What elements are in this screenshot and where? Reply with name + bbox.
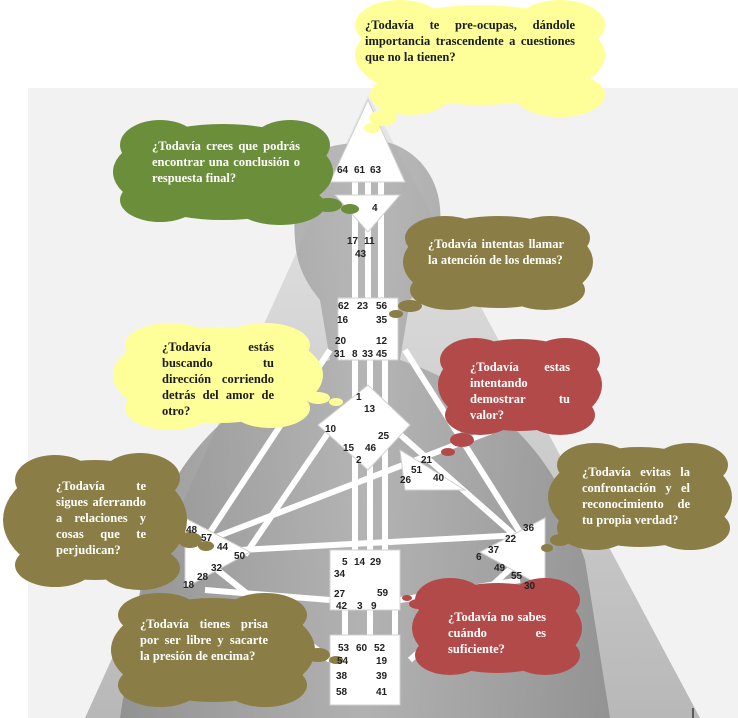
gate-26: 26 bbox=[400, 475, 412, 486]
gate-43: 43 bbox=[355, 249, 367, 260]
gate-56: 56 bbox=[376, 301, 388, 312]
gate-30: 30 bbox=[524, 581, 536, 592]
bubble-red-enough-shape bbox=[402, 578, 582, 675]
gate-3: 3 bbox=[357, 601, 363, 612]
gate-36: 36 bbox=[523, 523, 535, 534]
gate-14: 14 bbox=[354, 557, 366, 568]
gate-49: 49 bbox=[494, 563, 506, 574]
gate-58: 58 bbox=[336, 687, 348, 698]
gate-51: 51 bbox=[411, 465, 423, 476]
gate-62: 62 bbox=[338, 301, 350, 312]
gate-17: 17 bbox=[347, 236, 359, 247]
bubble-text: ¿Todavía evitas la confrontación y el re… bbox=[582, 465, 690, 527]
bubble-yellow-direction-shape bbox=[113, 323, 343, 430]
gate-48: 48 bbox=[186, 525, 198, 536]
bubble-text: ¿Todavía crees que podrás encontrar una … bbox=[152, 139, 300, 185]
gate-28: 28 bbox=[197, 572, 209, 583]
bubble-olive-confront-shape bbox=[541, 443, 732, 552]
bubble-green: ¿Todavía crees que podrás encontrar una … bbox=[152, 138, 300, 186]
root-center bbox=[329, 634, 401, 706]
gate-63: 63 bbox=[370, 165, 382, 176]
centers bbox=[184, 98, 546, 706]
gate-31: 31 bbox=[334, 349, 346, 360]
gate-12: 12 bbox=[376, 336, 388, 347]
gate-59: 59 bbox=[377, 588, 389, 599]
gate-27: 27 bbox=[334, 589, 346, 600]
gate-11: 11 bbox=[364, 236, 375, 247]
bubble-olive-confront: ¿Todavía evitas la confrontación y el re… bbox=[582, 464, 690, 528]
gate-57: 57 bbox=[201, 533, 213, 544]
gate-54: 54 bbox=[337, 656, 349, 667]
gate-44: 44 bbox=[217, 542, 229, 553]
gate-39: 39 bbox=[376, 671, 388, 682]
gate-33: 33 bbox=[362, 349, 374, 360]
gate-9: 9 bbox=[371, 601, 377, 612]
gate-38: 38 bbox=[336, 671, 348, 682]
bubble-text: ¿Todavía te pre-ocupas, dándole importan… bbox=[365, 18, 575, 64]
ego-center bbox=[399, 449, 467, 491]
gate-6: 6 bbox=[476, 552, 482, 563]
gate-22: 22 bbox=[505, 534, 517, 545]
gate-2: 2 bbox=[356, 455, 362, 466]
spleen-center bbox=[184, 517, 252, 589]
gate-60: 60 bbox=[356, 643, 368, 654]
gate-40: 40 bbox=[433, 473, 445, 484]
gate-4: 4 bbox=[372, 203, 378, 214]
gate-46: 46 bbox=[365, 443, 377, 454]
gate-32: 32 bbox=[211, 563, 223, 574]
gate-50: 50 bbox=[234, 551, 246, 562]
gate-35: 35 bbox=[376, 315, 388, 326]
bubble-text: ¿Todavía estás buscando tu dirección cor… bbox=[162, 340, 274, 418]
gate-8: 8 bbox=[352, 349, 358, 360]
solar-plexus-center bbox=[478, 517, 546, 589]
bubble-olive-hurry-shape bbox=[111, 593, 343, 707]
gate-18: 18 bbox=[183, 580, 195, 591]
gate-53: 53 bbox=[338, 643, 350, 654]
bubble-red-value-shape bbox=[438, 338, 602, 456]
bubble-yellow-direction: ¿Todavía estás buscando tu dirección cor… bbox=[162, 339, 274, 419]
throat-center bbox=[337, 297, 399, 361]
gate-34: 34 bbox=[334, 569, 346, 580]
gate-20: 20 bbox=[335, 336, 347, 347]
gate-16: 16 bbox=[337, 315, 349, 326]
bubble-olive-relations: ¿Todavía te sigues aferrando a relacione… bbox=[56, 478, 146, 558]
gate-61: 61 bbox=[354, 165, 366, 176]
bubble-olive-attention-shape bbox=[389, 216, 593, 318]
g-center bbox=[317, 384, 411, 471]
gate-37: 37 bbox=[488, 545, 500, 556]
gate-64: 64 bbox=[337, 165, 349, 176]
bubble-green-shape bbox=[113, 120, 359, 225]
gate-52: 52 bbox=[374, 643, 386, 654]
bubble-olive-attention: ¿Todavía intentas llamar la atención de … bbox=[428, 236, 564, 268]
gate-21: 21 bbox=[421, 455, 433, 466]
sacral-center bbox=[329, 549, 401, 611]
gate-10: 10 bbox=[325, 424, 337, 435]
gate-55: 55 bbox=[511, 571, 523, 582]
gate-5: 5 bbox=[342, 557, 348, 568]
gate-19: 19 bbox=[376, 656, 388, 667]
gate-1: 1 bbox=[356, 392, 362, 403]
bubble-text: ¿Todavía tienes prisa por ser libre y sa… bbox=[140, 617, 268, 663]
bubble-red-enough: ¿Todavía no sabes cuándo es suficiente? bbox=[448, 609, 546, 657]
bubble-text: ¿Todavía te sigues aferrando a relacione… bbox=[56, 479, 146, 557]
bubble-text: ¿Todavía intentas llamar la atención de … bbox=[428, 237, 564, 267]
head-center bbox=[329, 98, 406, 183]
gate-13: 13 bbox=[364, 404, 376, 415]
bubble-red-value: ¿Todavía estas intentando demostrar tu v… bbox=[470, 359, 570, 423]
gate-15: 15 bbox=[343, 443, 355, 454]
gate-45: 45 bbox=[376, 349, 388, 360]
gate-42: 42 bbox=[336, 601, 348, 612]
gate-29: 29 bbox=[370, 557, 382, 568]
bubble-olive-hurry: ¿Todavía tienes prisa por ser libre y sa… bbox=[140, 616, 268, 664]
bubble-top-yellow-shape bbox=[355, 0, 605, 133]
gate-23: 23 bbox=[357, 301, 369, 312]
gate-25: 25 bbox=[378, 431, 390, 442]
bubble-olive-relations-shape bbox=[3, 453, 214, 590]
bubble-text: ¿Todavía no sabes cuándo es suficiente? bbox=[448, 610, 546, 656]
bubble-text: ¿Todavía estas intentando demostrar tu v… bbox=[470, 360, 570, 422]
gate-41: 41 bbox=[376, 687, 388, 698]
bubble-top-yellow: ¿Todavía te pre-ocupas, dándole importan… bbox=[365, 17, 575, 65]
